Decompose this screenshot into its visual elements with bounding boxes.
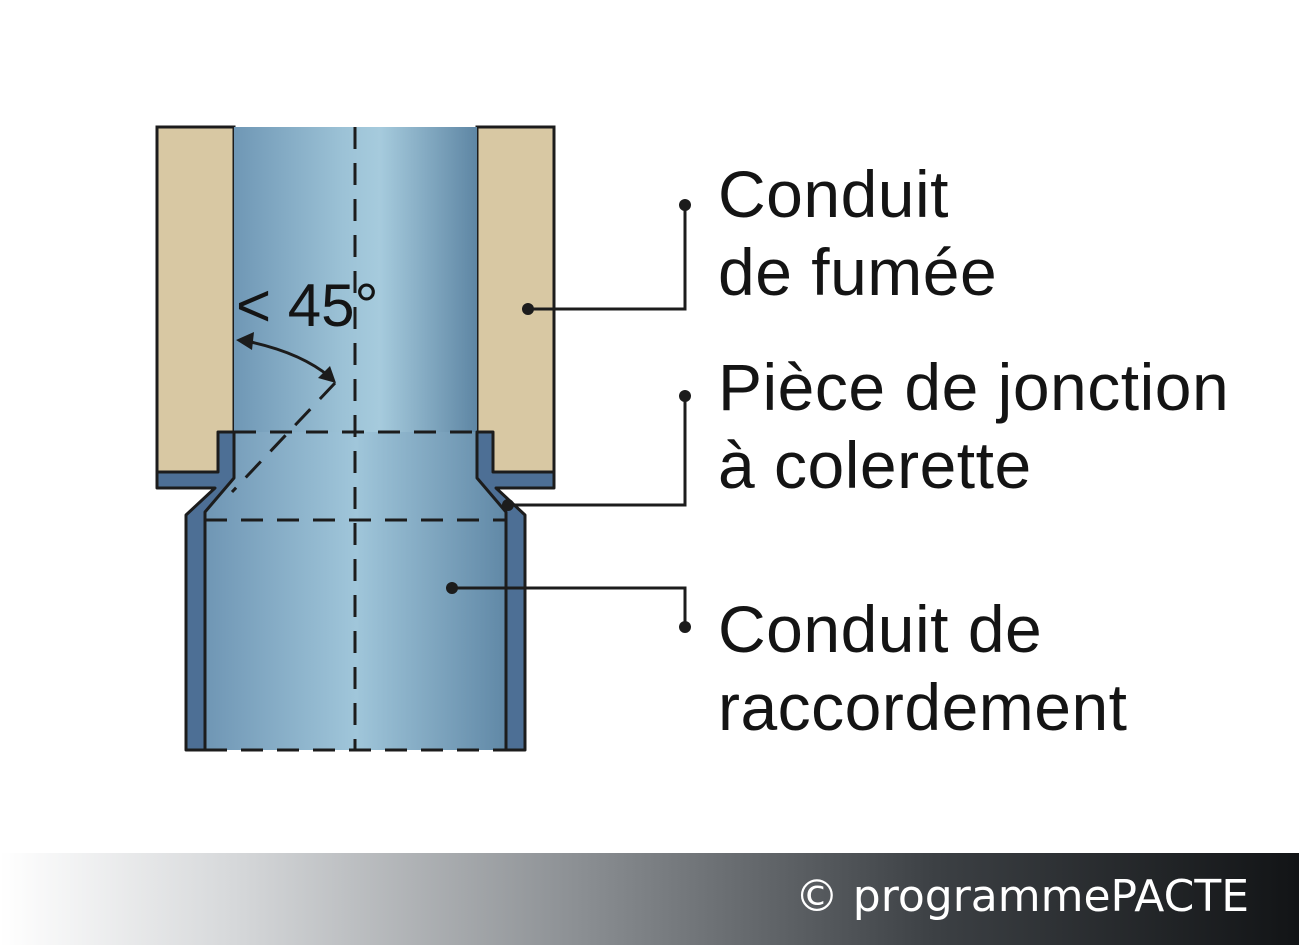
leader-piece-jonction <box>508 397 687 507</box>
dot-fumee-end <box>679 199 691 211</box>
copyright-text: © programmePACTE <box>794 871 1249 922</box>
dot-raccordement-start <box>446 582 458 594</box>
angle-label: < 45° <box>236 272 378 339</box>
dot-jonction-start <box>502 499 514 511</box>
label-piece-jonction-line2: à colerette <box>718 428 1032 502</box>
footer-banner: © programmePACTE <box>0 853 1299 945</box>
leader-conduit-fumee <box>528 207 687 311</box>
dot-jonction-end <box>679 390 691 402</box>
left-masonry-wall <box>155 125 236 474</box>
leader-dots <box>446 199 691 633</box>
right-masonry-wall <box>475 125 556 474</box>
label-piece-jonction-line1: Pièce de jonction <box>718 350 1229 424</box>
dot-fumee-start <box>522 303 534 315</box>
arc-arrow-left <box>236 332 254 350</box>
label-conduit-raccordement-line2: raccordement <box>718 670 1128 744</box>
leader-lines <box>452 207 687 626</box>
arc-arrow-right <box>318 366 336 383</box>
construction-lines <box>205 127 506 752</box>
label-conduit-fumee-line2: de fumée <box>718 235 997 309</box>
dot-raccordement-end <box>679 621 691 633</box>
label-conduit-raccordement-line1: Conduit de <box>718 592 1042 666</box>
callout-labels: Conduit de fumée Pièce de jonction à col… <box>718 157 1229 744</box>
connection-pipe-body <box>196 432 516 750</box>
angle-offset-line <box>230 381 337 494</box>
chimney-walls <box>155 125 556 474</box>
angle-indicator: < 45° <box>236 272 378 383</box>
angle-arc <box>245 339 331 379</box>
collar-left <box>155 430 236 752</box>
label-conduit-fumee-line1: Conduit <box>718 157 949 231</box>
leader-conduit-raccordement <box>452 586 687 626</box>
